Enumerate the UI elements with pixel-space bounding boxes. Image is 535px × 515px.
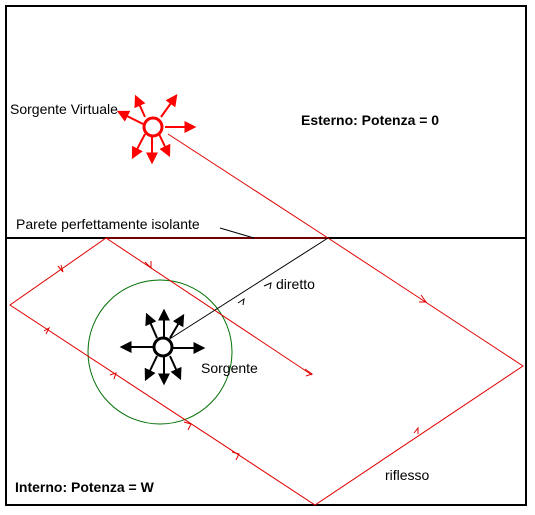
source-icon <box>119 308 206 386</box>
direct-ray-line <box>167 237 329 341</box>
wall-leader-line <box>219 227 255 239</box>
wall-label: Parete perfettamente isolante <box>16 216 200 232</box>
virtual-ray-line <box>167 133 329 239</box>
ray-direction-ticks <box>43 261 427 461</box>
outside-power-label: Esterno: Potenza = 0 <box>301 112 439 128</box>
direct-ray-tick-1 <box>237 297 245 306</box>
direct-ray-label: diretto <box>276 276 315 292</box>
receiver-sphere-circle <box>87 279 233 425</box>
reflected-ray-label: riflesso <box>385 467 430 483</box>
inside-power-label: Interno: Potenza = W <box>15 479 155 495</box>
source-label: Sorgente <box>201 360 258 376</box>
virtual-source-icon <box>116 94 197 165</box>
reflected-ray-paths <box>9 133 524 506</box>
ray-path-left-loop <box>9 237 524 506</box>
direct-ray-tick-2 <box>263 282 272 290</box>
outside-region-frame <box>5 5 527 239</box>
virtual-source-label: Sorgente Virtuale <box>10 101 118 117</box>
ray-path-short <box>105 237 313 376</box>
